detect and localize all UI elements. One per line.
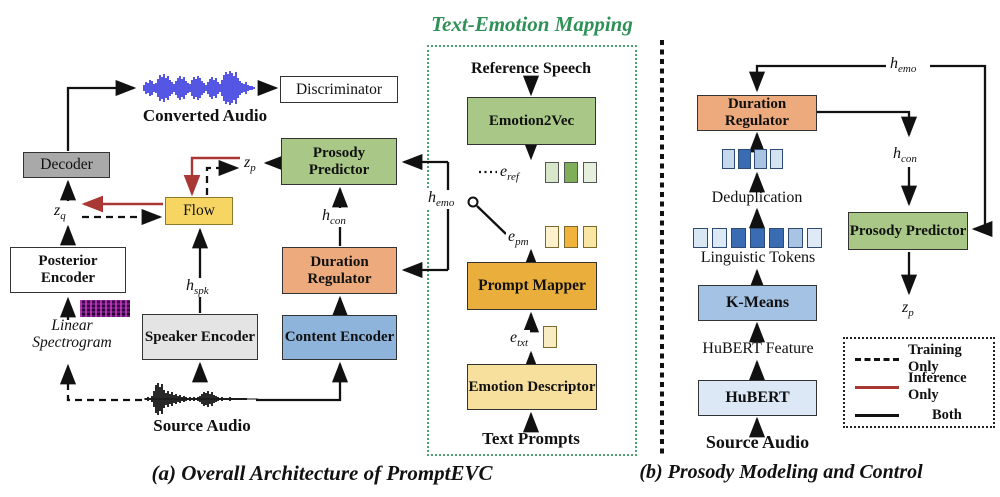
linear-spectrogram-label: Linear Spectrogram	[32, 317, 112, 351]
epm-label: epm	[506, 228, 531, 249]
etxt-label: etxt	[508, 329, 531, 350]
kmeans-box: K-Means	[698, 285, 817, 321]
speaker-encoder-box: Speaker Encoder	[142, 314, 258, 360]
deduplication-label: Deduplication	[711, 189, 803, 206]
etxt-embedding-token	[543, 326, 562, 348]
linear-spectrogram-image	[80, 300, 130, 317]
training-only-line-icon	[855, 357, 899, 361]
eref-label: eref	[498, 163, 521, 184]
both-line-icon	[855, 413, 899, 417]
flow-box: Flow	[165, 197, 233, 225]
duration-regulator-box-a: Duration Regulator	[282, 247, 397, 294]
converted-audio-label: Converted Audio	[142, 106, 268, 125]
hubert-feature-label: HuBERT Feature	[702, 340, 814, 357]
content-encoder-box: Content Encoder	[282, 315, 397, 360]
emotion-descriptor-box: Emotion Descriptor	[467, 364, 597, 410]
hemo-label-b: hemo	[888, 55, 919, 76]
converted-audio-waveform-icon	[143, 71, 255, 105]
hcon-label-a: hcon	[320, 207, 348, 228]
duration-regulator-box-b: Duration Regulator	[697, 95, 817, 131]
emotion2vec-box: Emotion2Vec	[467, 97, 596, 145]
source-audio-waveform-icon	[144, 383, 258, 415]
zq-label: zq	[52, 202, 68, 223]
zp-label-a: zp	[242, 154, 258, 175]
caption-panel-a: (a) Overall Architecture of PromptEVC	[151, 461, 493, 485]
text-emotion-mapping-title: Text-Emotion Mapping	[431, 12, 633, 36]
epm-embedding-tokens	[545, 226, 602, 248]
training-only-label: Training Only	[908, 342, 962, 375]
eref-embedding-tokens	[545, 162, 602, 183]
reference-speech-label: Reference Speech	[470, 60, 592, 77]
both-label: Both	[932, 406, 962, 423]
source-audio-label-b: Source Audio	[705, 432, 810, 452]
text-prompts-label: Text Prompts	[482, 429, 580, 448]
prosody-predictor-box-a: Prosody Predictor	[281, 138, 397, 185]
hubert-box: HuBERT	[698, 380, 817, 416]
source-audio-label-a: Source Audio	[153, 416, 251, 435]
prosody-predictor-box-b: Prosody Predictor	[848, 212, 968, 250]
inference-only-line-icon	[855, 385, 899, 389]
hcon-label-b: hcon	[891, 145, 919, 166]
panel-divider	[660, 40, 664, 458]
discriminator-box: Discriminator	[280, 76, 398, 103]
hemo-label-a: hemo	[426, 189, 457, 210]
zp-label-b: zp	[900, 299, 916, 320]
hspk-label: hspk	[184, 277, 211, 298]
prompt-mapper-box: Prompt Mapper	[467, 262, 597, 310]
text-emotion-mapping-border	[427, 45, 637, 456]
dedup-token-row	[722, 149, 786, 169]
linguistic-tokens-label: Linguistic Tokens	[700, 249, 816, 266]
linguistic-token-row	[693, 228, 826, 248]
inference-only-label: Inference Only	[908, 370, 967, 403]
caption-panel-b: (b) Prosody Modeling and Control	[639, 461, 923, 483]
switch-contact-icon	[467, 196, 479, 208]
posterior-encoder-box: Posterior Encoder	[10, 247, 126, 293]
legend-box: Training Only Inference Only Both	[843, 337, 995, 428]
decoder-box: Decoder	[23, 152, 110, 178]
